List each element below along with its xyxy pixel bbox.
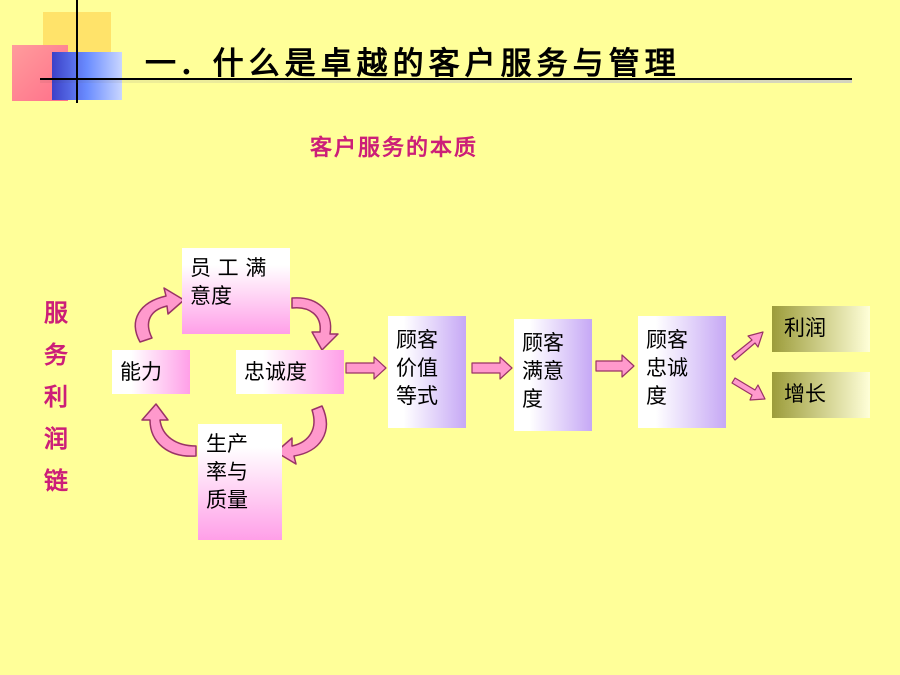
side-label-char: 润 bbox=[44, 424, 68, 453]
slide-subtitle: 客户服务的本质 bbox=[310, 135, 479, 161]
arrow-value-to-satisfaction bbox=[471, 356, 513, 380]
node-customer-satisfaction: 顾客 满意 度 bbox=[514, 319, 592, 431]
curved-arrow-productivity-to-capability bbox=[141, 403, 197, 457]
node-customer-loyalty: 顾客 忠诚 度 bbox=[638, 316, 726, 428]
side-label-char: 链 bbox=[44, 466, 68, 495]
node-employee-satisfaction: 员 工 满 意度 bbox=[182, 248, 290, 334]
side-label-char: 服 bbox=[44, 298, 68, 327]
arrow-loyalty-to-value bbox=[345, 356, 387, 380]
node-profit: 利润 bbox=[772, 306, 870, 352]
node-growth: 增长 bbox=[772, 372, 870, 418]
node-capability: 能力 bbox=[112, 350, 190, 394]
arrow-satisfaction-to-loyalty bbox=[595, 354, 635, 378]
decor-square-blue bbox=[52, 52, 122, 100]
node-customer-value-equation: 顾客 价值 等式 bbox=[388, 316, 466, 428]
side-label-char: 务 bbox=[44, 340, 68, 369]
node-loyalty: 忠诚度 bbox=[236, 350, 344, 394]
arrow-loyalty-to-growth bbox=[731, 377, 766, 401]
arrow-loyalty-to-profit bbox=[731, 331, 764, 361]
side-label: 服 务 利 润 链 bbox=[36, 292, 76, 502]
slide-title: 一. 什么是卓越的客户服务与管理 bbox=[145, 46, 681, 82]
curved-arrow-capability-to-employee bbox=[134, 287, 185, 343]
side-label-char: 利 bbox=[44, 382, 68, 411]
decor-vertical-line bbox=[76, 0, 78, 103]
title-underline-shadow bbox=[40, 80, 852, 83]
curved-arrow-loyalty-to-productivity bbox=[275, 405, 328, 465]
title-underline bbox=[40, 78, 852, 80]
curved-arrow-employee-to-loyalty bbox=[291, 297, 339, 351]
node-productivity-quality: 生产 率与 质量 bbox=[198, 424, 282, 540]
